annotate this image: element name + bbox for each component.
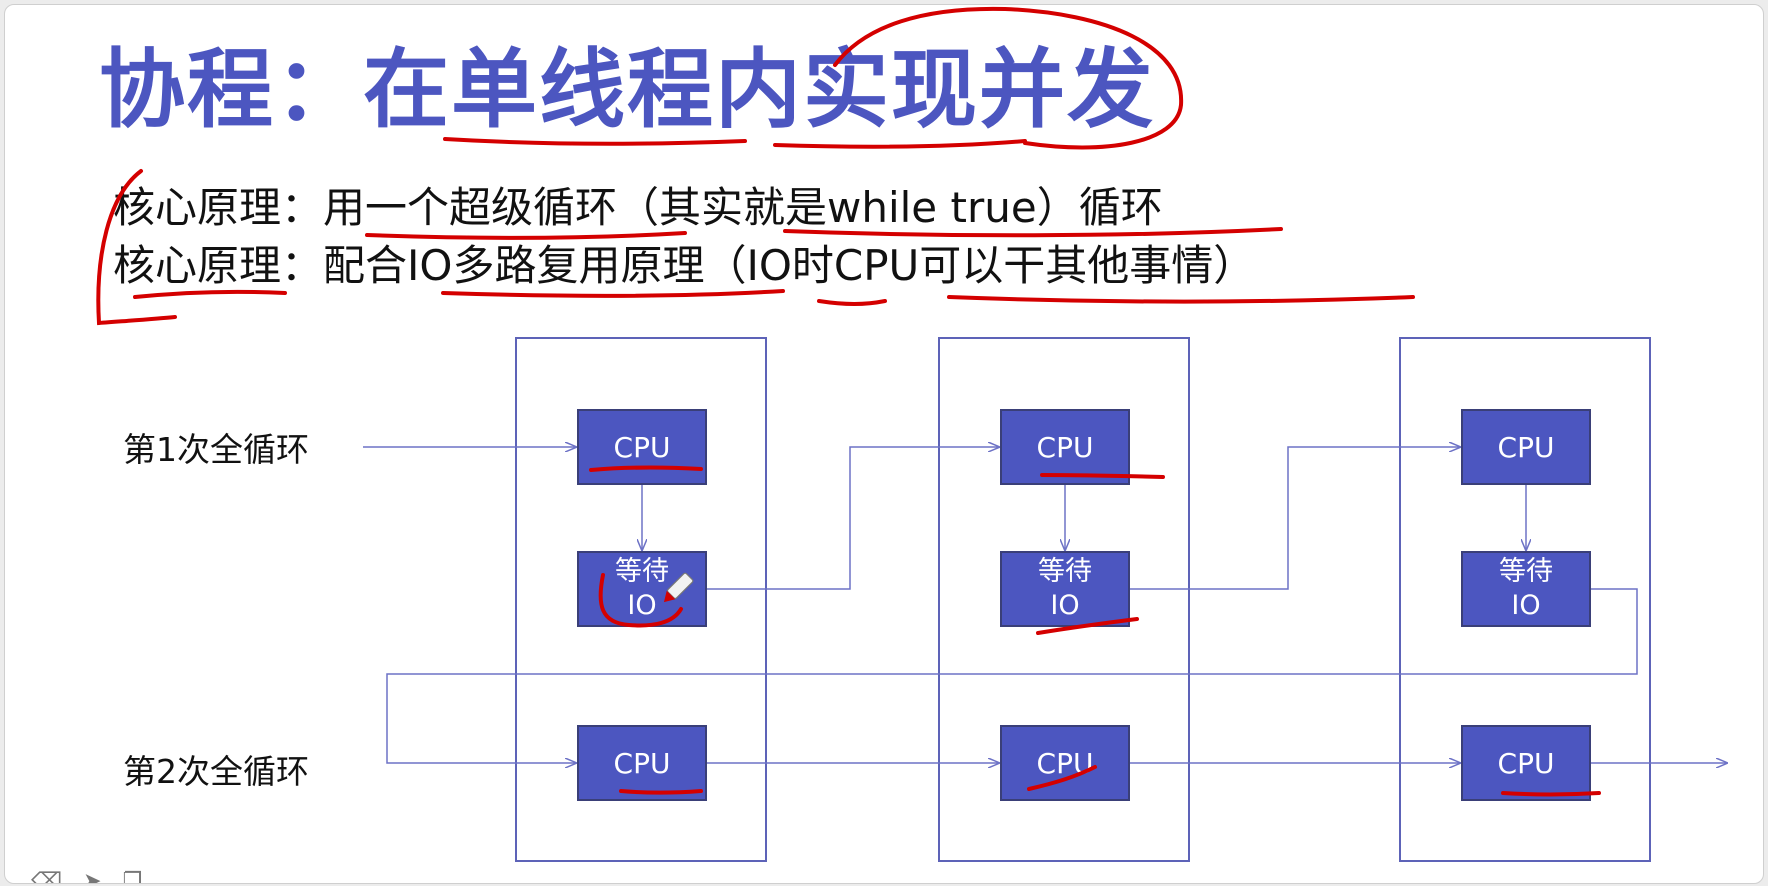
eraser-icon[interactable]: ⌫ [31,869,63,884]
wait-label: 等待 [1499,556,1553,588]
first-loop-label: 第1次全循环 [123,430,309,469]
pen-icon [663,572,694,603]
annotation-underline [619,789,703,795]
annotation-circle [833,6,1184,150]
loop-column-2 [938,337,1190,862]
annotation-underline [1027,765,1097,791]
arrow-col2-io-to-col3 [1130,447,1460,590]
cpu-box-col1-bottom: CPU [577,725,707,801]
cpu-box-col3-bottom: CPU [1461,725,1591,801]
wait-label: 等待 [615,556,669,588]
annotation-underline [1040,473,1165,479]
slide-title: 协程：在单线程内实现并发 [99,40,1155,140]
copy-icon[interactable]: ❐ [122,869,143,884]
cpu-box-col3-top: CPU [1461,409,1591,485]
wait-io-box-col3: 等待 IO [1461,551,1591,627]
diagram-overlay [96,6,1763,797]
cpu-box-col1-top: CPU [577,409,707,485]
io-label: IO [1511,590,1541,621]
io-label: IO [1050,590,1080,621]
loop-column-3 [1399,337,1651,862]
cpu-box-col2-top: CPU [1000,409,1130,485]
annotation-underline [441,289,785,298]
arrow-col1-io-to-col2 [707,447,999,590]
annotation-bracket [96,169,177,326]
annotation-underline [443,137,747,146]
principle-line-2: 核心原理：配合IO多路复用原理（IO时CPU可以干其他事情） [113,241,1256,290]
annotation-underline [773,139,1027,149]
wait-label: 等待 [1038,556,1092,588]
annotation-underline [817,299,887,306]
slide: 协程：在单线程内实现并发 核心原理：用一个超级循环（其实就是while true… [4,4,1764,884]
flow-connectors [363,447,1727,763]
arrow-wraparound [386,588,1638,763]
annotation-underline [589,465,703,472]
principle-line-1: 核心原理：用一个超级循环（其实就是while true）循环 [113,183,1163,232]
annotation-underline [133,289,287,299]
pointer-icon[interactable]: ➤ [83,869,102,884]
annotation-underline [947,295,1415,304]
red-annotations [96,6,1601,797]
annotation-underline [1036,617,1139,635]
io-label: IO [627,590,657,621]
annotation-circle [598,573,683,628]
wait-io-box-col2: 等待 IO [1000,551,1130,627]
loop-column-1 [515,337,767,862]
annotation-toolbar[interactable]: ⌫ ➤ ❐ [31,869,156,884]
annotation-underline [783,227,1283,238]
annotation-underline [365,231,687,240]
second-loop-label: 第2次全循环 [123,752,309,791]
annotation-underline [1501,791,1601,797]
cpu-box-col2-bottom: CPU [1000,725,1130,801]
